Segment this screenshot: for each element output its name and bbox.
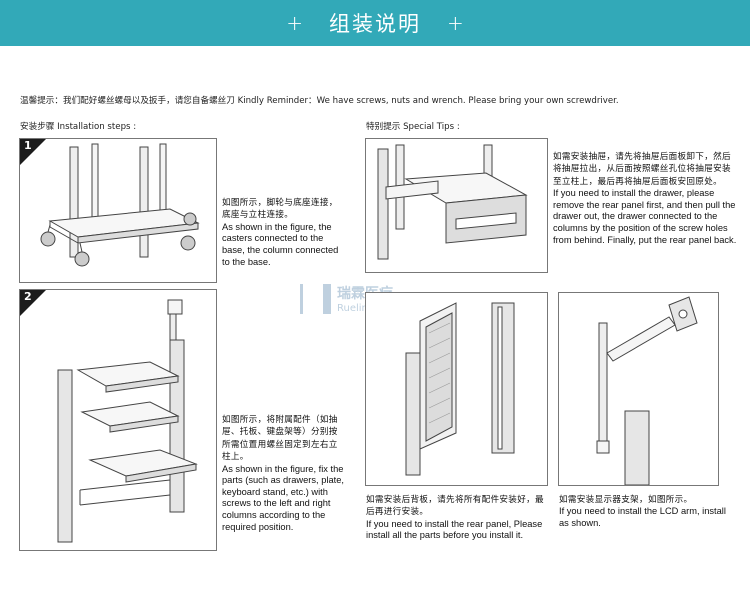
installation-steps-label: 安装步骤 Installation steps :: [20, 122, 137, 132]
drawer-illustration: [377, 144, 528, 260]
special-tips-label: 特别提示 Special Tips :: [366, 122, 460, 132]
step-2-badge: 2: [20, 290, 46, 316]
rear-panel-tip-description: 如需安装后背板，请先将所有配件安装好，最后再进行安装。 If you need …: [366, 494, 548, 542]
rear-panel-illustration: [405, 302, 515, 476]
page-header: + 组装说明 +: [0, 0, 750, 46]
step-2-cn-text: 如图所示，将附属配件（如抽屉、托板、键盘架等）分别按所需位置用螺丝固定到左右立柱…: [222, 415, 338, 463]
step-2-figure: 2: [19, 289, 217, 551]
step-1-cn-text: 如图所示，脚轮与底座连接，底座与立柱连接。: [222, 198, 338, 221]
drawer-tip-description: 如需安装抽屉，请先将抽屉后面板卸下，然后将抽屉拉出，从后面按照螺丝孔位将抽屉安装…: [553, 151, 738, 246]
cart-parts-illustration: [57, 299, 198, 543]
page-title: 组装说明: [329, 12, 421, 36]
lcd-arm-tip-description: 如需安装显示器支架，如图所示。 If you need to install t…: [559, 494, 729, 530]
lcd-arm-illustration: [596, 296, 698, 485]
step-1-en-text: As shown in the figure, the casters conn…: [222, 221, 339, 267]
drawer-tip-figure: [365, 138, 548, 273]
step-2-description: 如图所示，将附属配件（如抽屉、托板、键盘架等）分别按所需位置用螺丝固定到左右立柱…: [222, 414, 346, 533]
lcd-arm-tip-figure: [558, 292, 719, 486]
step-1-badge: 1: [20, 139, 46, 165]
step-1-description: 如图所示，脚轮与底座连接，底座与立柱连接。 As shown in the fi…: [222, 197, 342, 268]
right-plus: +: [447, 11, 464, 35]
lcd-arm-tip-en-text: If you need to install the LCD arm, inst…: [559, 506, 726, 528]
rear-panel-tip-cn-text: 如需安装后背板，请先将所有配件安装好，最后再进行安装。: [366, 495, 544, 518]
brand-logo-icon: [300, 283, 331, 314]
drawer-tip-en-text: If you need to install the drawer, pleas…: [553, 188, 737, 245]
step-1-figure: 1: [19, 138, 217, 283]
rear-panel-tip-figure: [365, 292, 548, 486]
drawer-tip-cn-text: 如需安装抽屉，请先将抽屉后面板卸下，然后将抽屉拉出，从后面按照螺丝孔位将抽屉安装…: [553, 152, 731, 187]
kindly-reminder: 温馨提示：我们配好螺丝螺母以及扳手，请您自备螺丝刀 Kindly Reminde…: [20, 96, 619, 106]
rear-panel-tip-en-text: If you need to install the rear panel, P…: [366, 518, 543, 541]
cart-base-illustration: [40, 143, 200, 267]
lcd-arm-tip-cn-text: 如需安装显示器支架，如图所示。: [559, 495, 693, 505]
left-plus: +: [286, 11, 303, 35]
step-2-en-text: As shown in the figure, fix the parts (s…: [222, 463, 344, 532]
